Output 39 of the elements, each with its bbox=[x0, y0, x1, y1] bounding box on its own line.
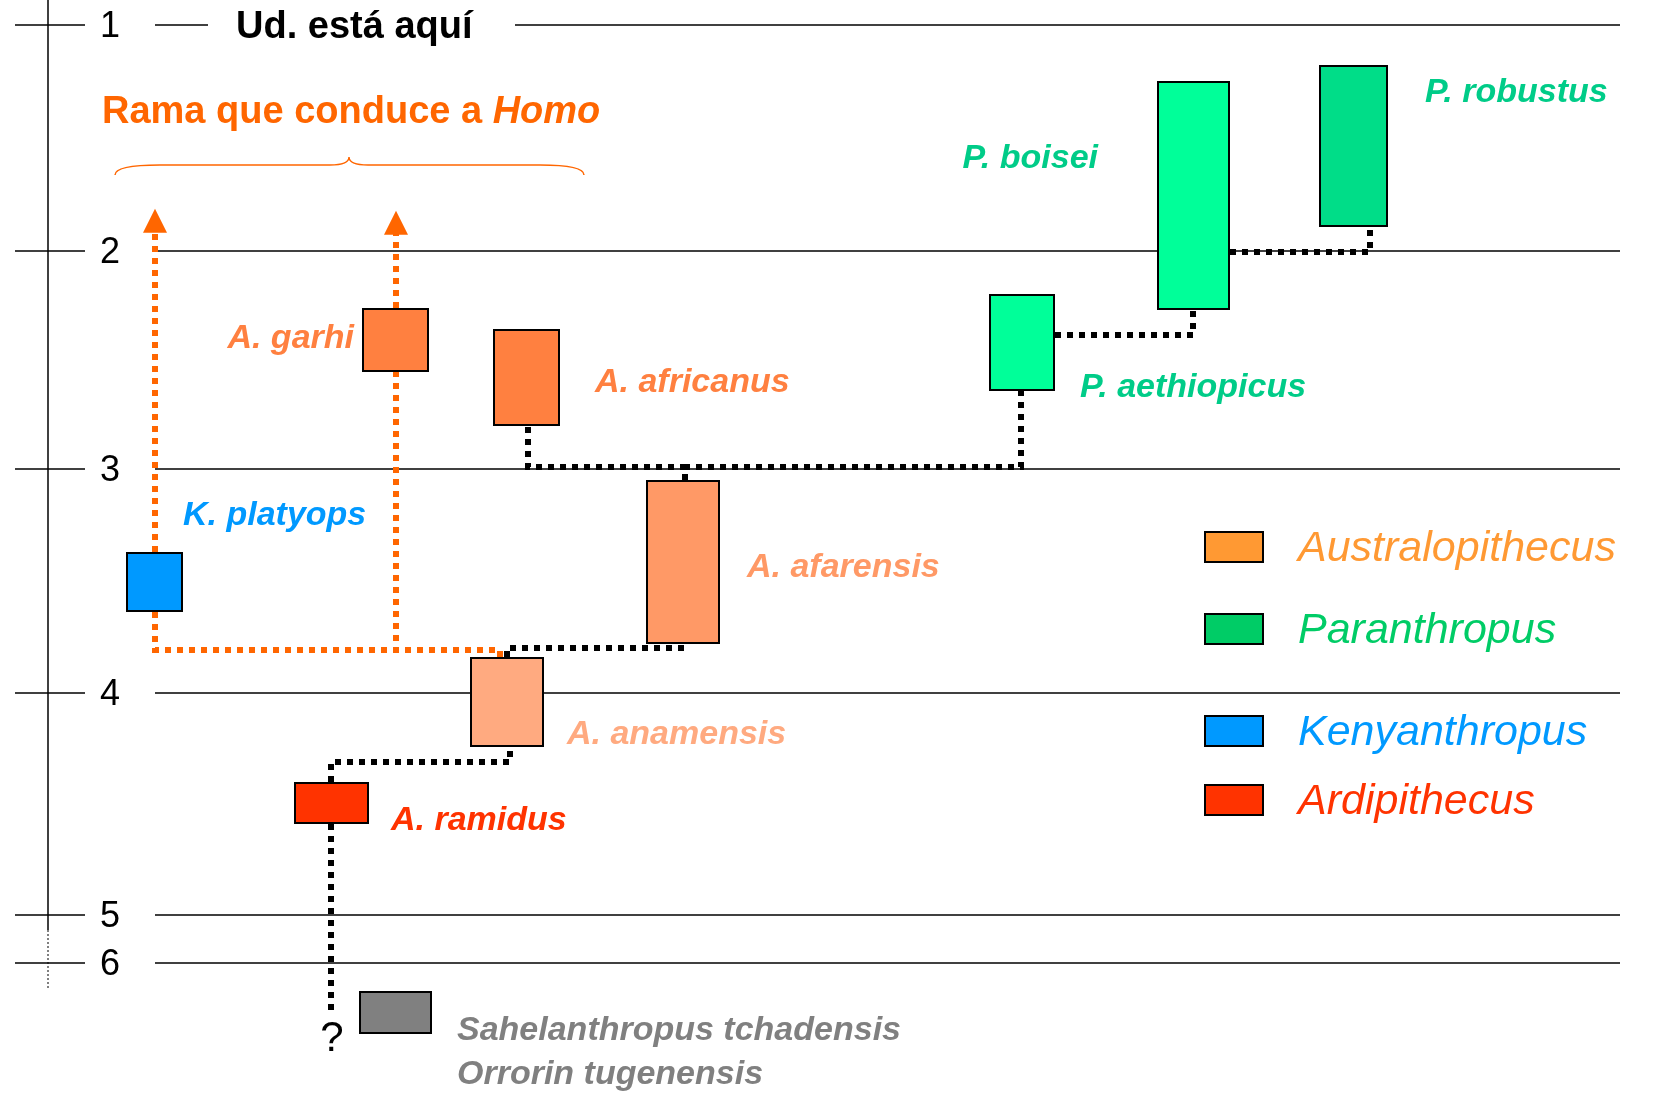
range-bar bbox=[1157, 81, 1230, 310]
species-label: A. ramidus bbox=[391, 801, 567, 835]
species-label: P. robustus bbox=[1425, 73, 1608, 107]
species-label: P. boisei bbox=[962, 139, 1098, 173]
species-label: Sahelanthropus tchadensis bbox=[457, 1011, 901, 1045]
range-bar bbox=[989, 294, 1055, 391]
branch-heading: Rama que conduce a Homo bbox=[102, 91, 601, 129]
range-bar bbox=[646, 480, 720, 644]
arrow bbox=[384, 210, 408, 308]
connector bbox=[1230, 227, 1373, 255]
connector bbox=[682, 391, 1024, 480]
time-label: 3 bbox=[100, 451, 121, 487]
time-label: 6 bbox=[100, 945, 121, 981]
time-label: 2 bbox=[100, 233, 121, 269]
species-label: A. garhi bbox=[227, 319, 354, 353]
range-bar bbox=[294, 782, 369, 824]
range-bar bbox=[126, 552, 183, 612]
species-label: K. platyops bbox=[183, 496, 367, 530]
legend-label: Kenyanthropus bbox=[1298, 709, 1588, 752]
legend-label: Ardipithecus bbox=[1298, 778, 1535, 821]
connector bbox=[1055, 310, 1196, 338]
range-bar bbox=[493, 329, 560, 426]
connector bbox=[393, 372, 503, 657]
species-label: A. afarensis bbox=[747, 548, 940, 582]
time-label: 4 bbox=[100, 675, 121, 711]
range-bar bbox=[362, 308, 429, 372]
range-bar bbox=[359, 991, 432, 1034]
question-mark: ? bbox=[314, 1016, 350, 1058]
legend-label: Australopithecus bbox=[1298, 525, 1616, 568]
species-label: A. anamensis bbox=[567, 715, 787, 749]
range-bar bbox=[470, 657, 544, 747]
time-label: 1 bbox=[100, 7, 121, 43]
species-label: A. africanus bbox=[595, 363, 790, 397]
species-label: Orrorin tugenensis bbox=[457, 1055, 764, 1089]
species-label: P. aethiopicus bbox=[1080, 368, 1307, 402]
time-label: 5 bbox=[100, 897, 121, 933]
range-bar bbox=[1319, 65, 1388, 227]
legend-label: Paranthropus bbox=[1298, 607, 1557, 650]
arrow bbox=[143, 208, 167, 552]
